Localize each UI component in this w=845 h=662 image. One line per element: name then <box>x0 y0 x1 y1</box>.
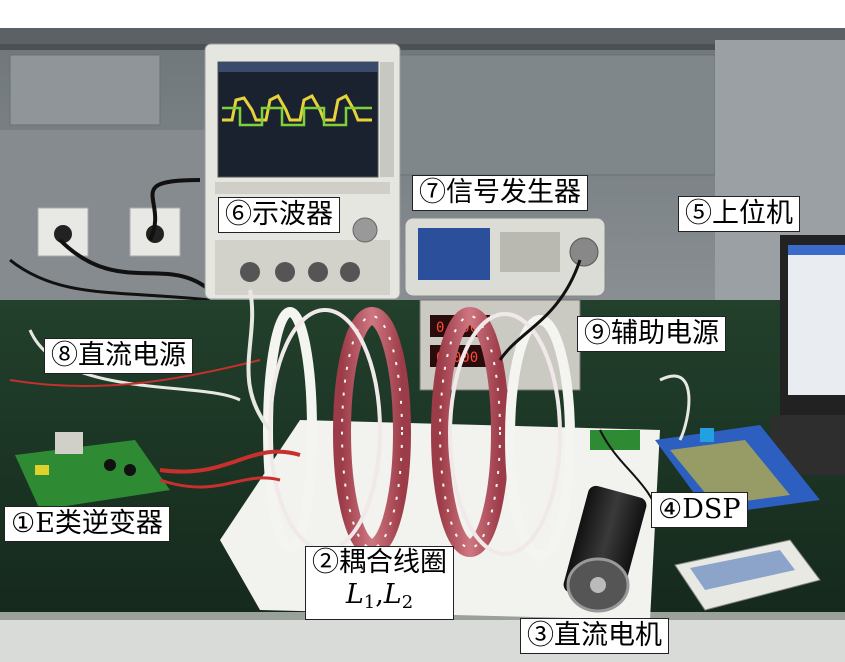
label-dsp: ④DSP <box>651 492 748 528</box>
label-coil-symbols: L1,L2 <box>345 579 414 613</box>
inverter-board <box>15 432 170 510</box>
label-oscilloscope: ⑥示波器 <box>218 197 340 233</box>
oscilloscope-device <box>204 43 401 300</box>
label-host-pc: ⑤上位机 <box>678 196 800 232</box>
host-pc-laptop <box>770 235 845 475</box>
label-inverter: ①E类逆变器 <box>4 506 170 542</box>
signal-generator-device <box>404 217 606 297</box>
label-dc-power: ⑧直流电源 <box>44 338 193 374</box>
label-signal-generator: ⑦信号发生器 <box>412 175 588 211</box>
label-dc-motor: ③直流电机 <box>520 618 669 654</box>
label-aux-power: ⑨辅助电源 <box>577 316 726 352</box>
dc-motor-device <box>563 485 647 613</box>
emulator-box <box>674 539 821 611</box>
coupling-coil-2 <box>431 307 575 561</box>
label-coupling-coil: ②耦合线圈 L1,L2 <box>305 546 454 620</box>
